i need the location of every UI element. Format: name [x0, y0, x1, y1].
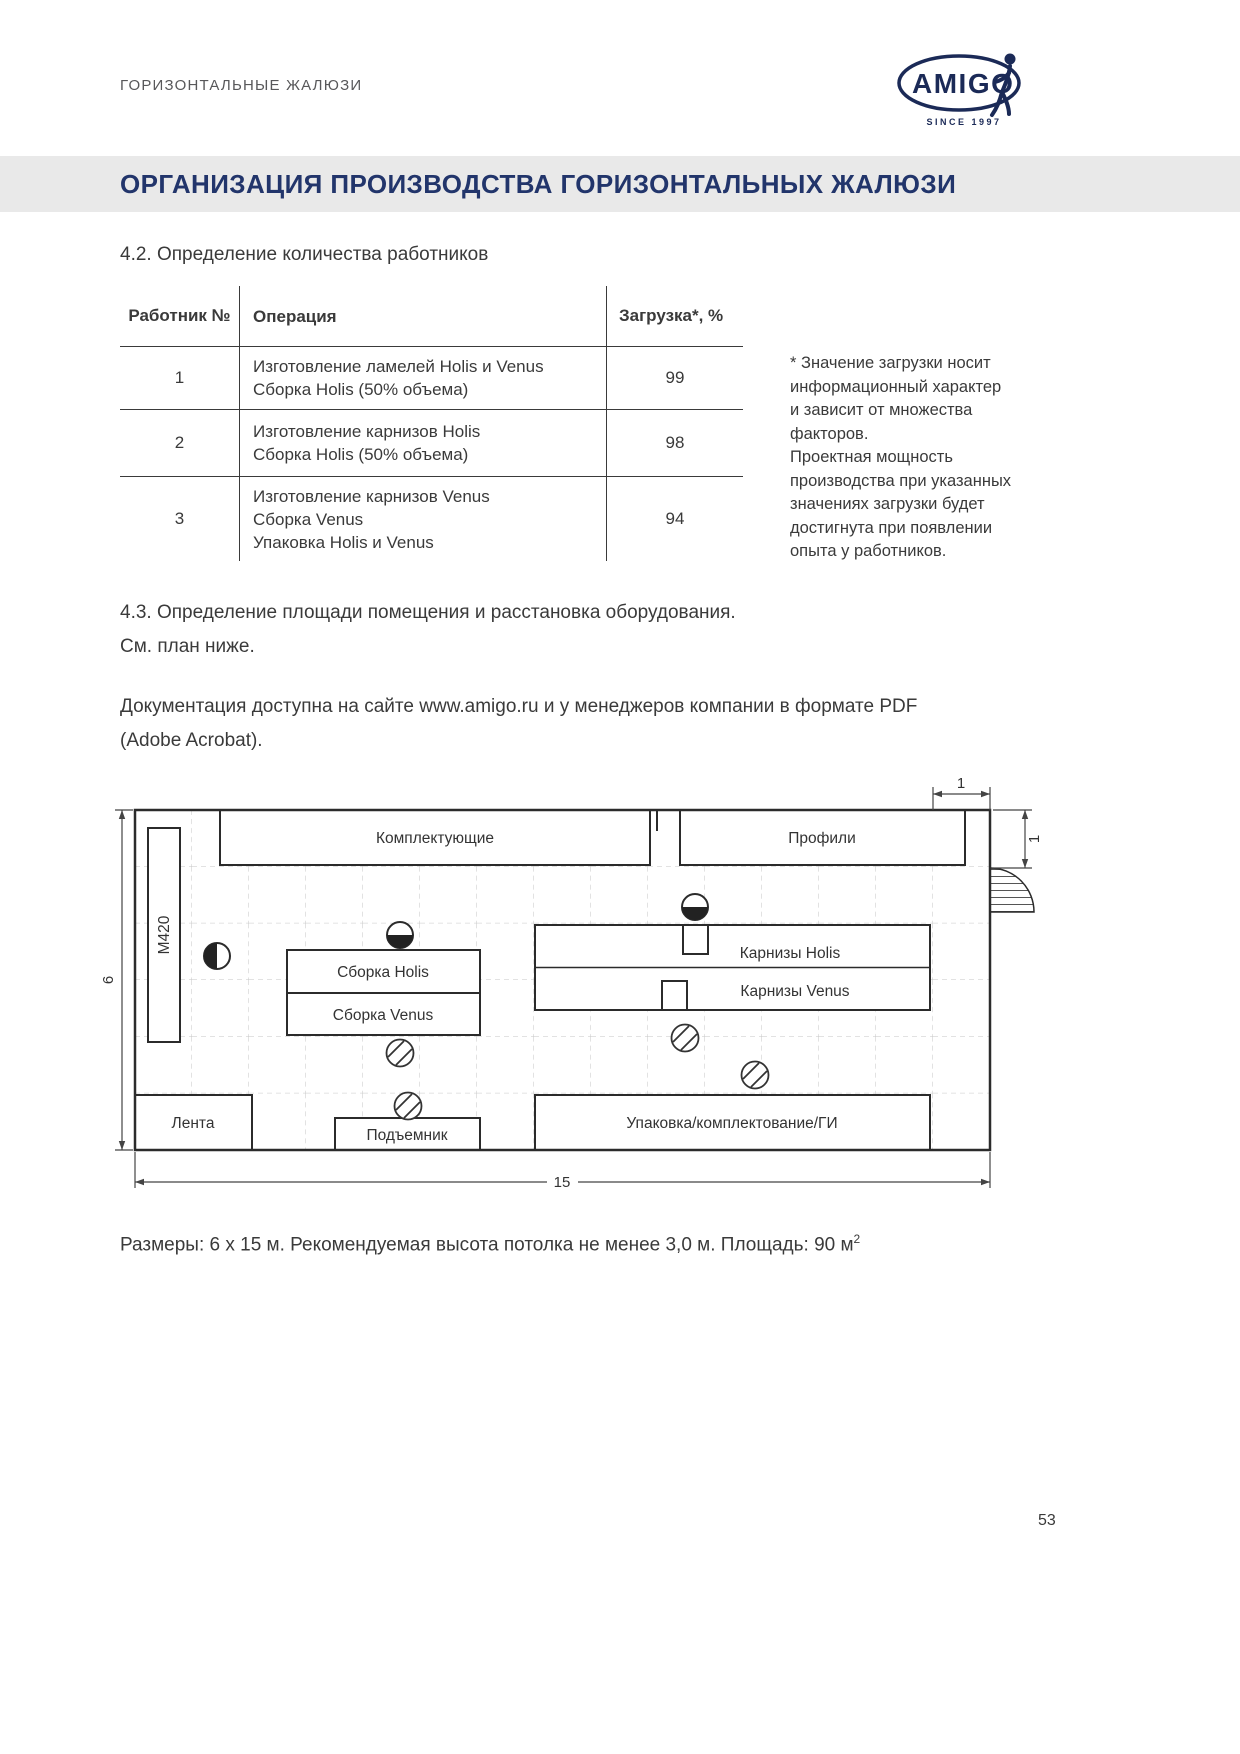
plan-outer-walls	[133, 808, 992, 1152]
plan-label-assembly-holis: Сборка Holis	[337, 964, 429, 981]
table-row-worker-2: 2 Изготовление карнизов Holis Сборка Hol…	[120, 410, 743, 477]
worker-load: 94	[606, 477, 743, 561]
floor-plan: 1 1 6 15 Комплектующие Профили М420 Сбор…	[100, 775, 1043, 1191]
dim-width: 15	[554, 1174, 571, 1191]
worker-number: 3	[120, 477, 240, 561]
plan-label-m420: М420	[156, 915, 173, 954]
worker-number: 1	[120, 347, 240, 409]
logo-ellipse	[897, 54, 1021, 112]
cornice-machine-top	[682, 924, 709, 955]
zone-components	[219, 809, 651, 866]
section-4-2-heading: 4.2. Определение количества работников	[120, 244, 489, 265]
amigo-logo: AMIGO SINCE 1997	[897, 53, 1021, 127]
worker-load: 99	[606, 347, 743, 409]
zone-m420-machine	[147, 827, 181, 1043]
table-header-row: Работник № Операция Загрузка*, %	[120, 286, 743, 347]
plan-label-profiles: Профили	[788, 830, 856, 847]
worker-operations: Изготовление ламелей Holis и Venus Сборк…	[253, 357, 544, 399]
col-header-operation: Операция	[253, 306, 337, 326]
workers-table: Работник № Операция Загрузка*, % 1 Изгот…	[120, 286, 743, 561]
col-header-load: Загрузка*, %	[606, 286, 743, 346]
hatched-circle-icons	[385, 1023, 770, 1121]
plan-label-cornices-venus: Карнизы Venus	[740, 983, 849, 1000]
logo-runner-icon	[990, 53, 1016, 117]
dimension-arrows	[118, 790, 1029, 1186]
dimensions-text: Размеры: 6 х 15 м. Рекомендуемая высота …	[120, 1234, 854, 1256]
plan-label-assembly-venus: Сборка Venus	[333, 1007, 434, 1024]
worker-position-icons	[203, 893, 709, 970]
table-row-worker-3: 3 Изготовление карнизов Venus Сборка Ven…	[120, 477, 743, 561]
title-band: ОРГАНИЗАЦИЯ ПРОИЗВОДСТВА ГОРИЗОНТАЛЬНЫХ …	[0, 156, 1240, 212]
plan-label-cornices-holis: Карнизы Holis	[740, 945, 841, 962]
zone-profiles	[679, 809, 966, 866]
plan-label-components: Комплектующие	[376, 830, 494, 847]
documentation-paragraph: Документация доступна на сайте www.amigo…	[120, 696, 918, 751]
dimension-lines	[115, 787, 1032, 1188]
section-4-3-heading: 4.3. Определение площади помещения и рас…	[120, 602, 736, 657]
logo-brand-text: AMIGO	[912, 68, 1014, 99]
load-footnote: * Значение загрузки носит информационный…	[790, 354, 1012, 560]
dim-right: 1	[1026, 835, 1043, 843]
plan-label-lift: Подъемник	[366, 1127, 447, 1144]
page-title: ОРГАНИЗАЦИЯ ПРОИЗВОДСТВА ГОРИЗОНТАЛЬНЫХ …	[120, 169, 957, 199]
logo-since-text: SINCE 1997	[926, 117, 1001, 127]
plan-label-belt: Лента	[172, 1115, 215, 1132]
area-superscript: 2	[853, 1232, 861, 1246]
page-number: 53	[1038, 1512, 1056, 1529]
plan-label-packing: Упаковка/комплектование/ГИ	[626, 1115, 837, 1132]
worker-load: 98	[606, 410, 743, 476]
cornice-machine-bottom	[661, 980, 688, 1011]
dimensions-note: Размеры: 6 х 15 м. Рекомендуемая высота …	[120, 1232, 860, 1256]
zone-assembly-venus	[286, 992, 481, 1036]
worker-operations: Изготовление карнизов Venus Сборка Venus…	[253, 486, 490, 552]
worker-operations: Изготовление карнизов Holis Сборка Holis…	[253, 422, 481, 464]
dim-height: 6	[100, 976, 117, 984]
document-category-label: ГОРИЗОНТАЛЬНЫЕ ЖАЛЮЗИ	[120, 77, 363, 94]
dim-top-right: 1	[957, 775, 965, 792]
door-icon	[989, 867, 1035, 913]
col-header-worker: Работник №	[120, 286, 240, 346]
table-row-worker-1: 1 Изготовление ламелей Holis и Venus Сбо…	[120, 347, 743, 410]
worker-number: 2	[120, 410, 240, 476]
